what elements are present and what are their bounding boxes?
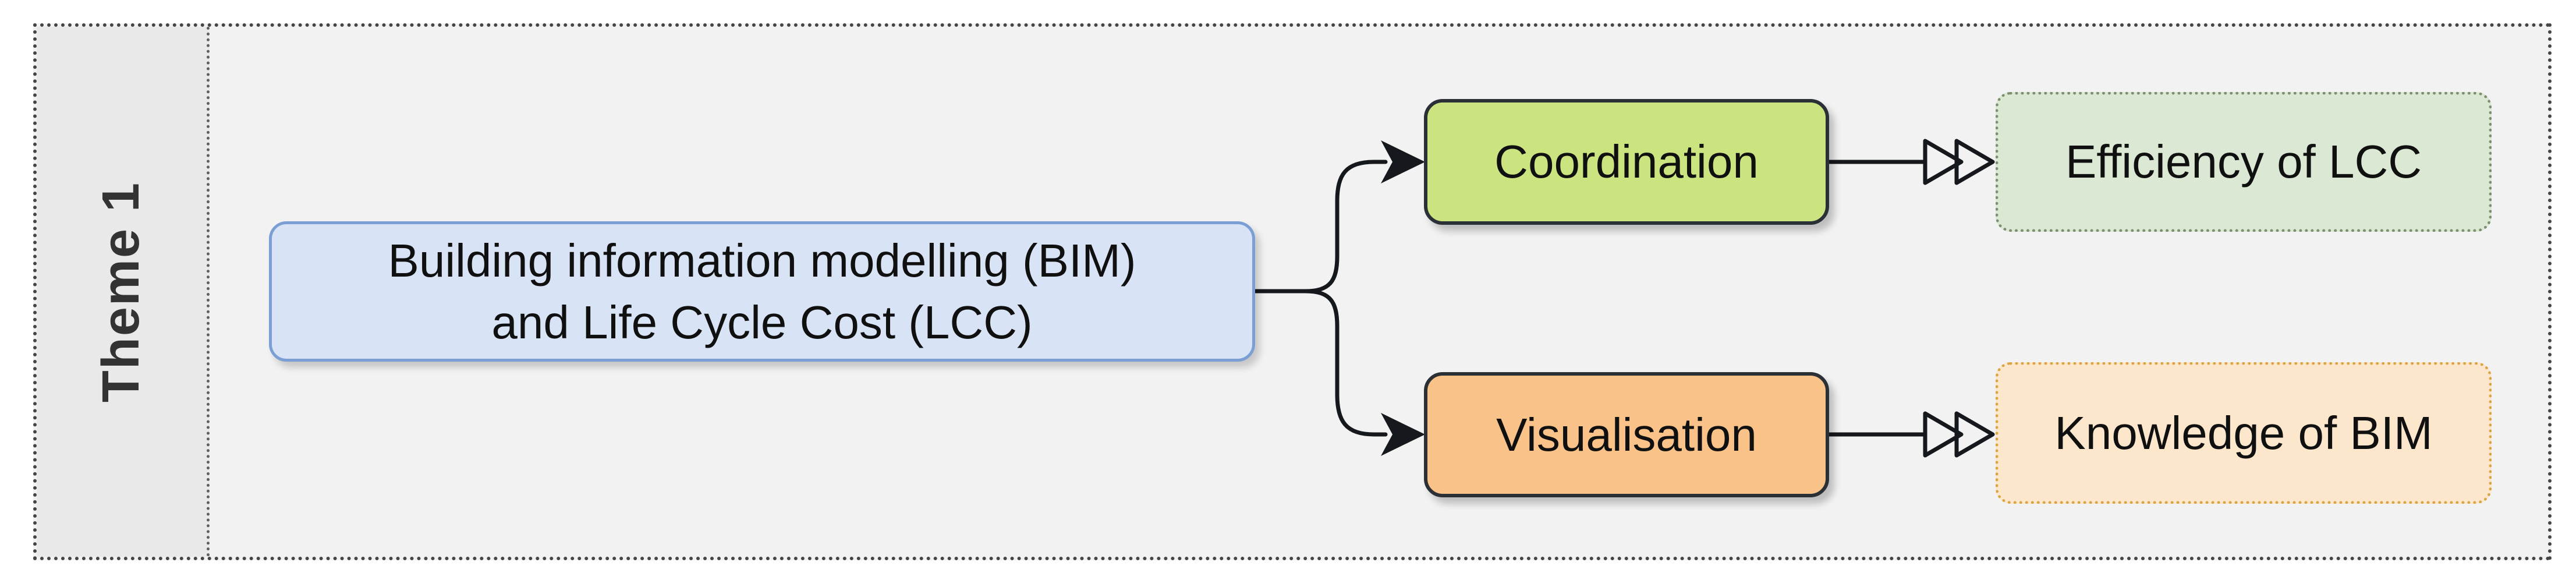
node-bim-lcc-line1: Building information modelling (BIM) bbox=[388, 234, 1136, 287]
node-knowledge-of-bim: Knowledge of BIM bbox=[1996, 362, 2492, 504]
node-visualisation: Visualisation bbox=[1424, 372, 1829, 497]
node-coordination-label: Coordination bbox=[1494, 136, 1759, 188]
node-knowledge-of-bim-label: Knowledge of BIM bbox=[2054, 406, 2433, 459]
node-efficiency-of-lcc: Efficiency of LCC bbox=[1996, 92, 2492, 232]
theme-sidebar: Theme 1 bbox=[37, 27, 210, 557]
node-bim-lcc: Building information modelling (BIM) and… bbox=[269, 221, 1255, 362]
node-visualisation-label: Visualisation bbox=[1496, 408, 1757, 461]
node-efficiency-of-lcc-label: Efficiency of LCC bbox=[2065, 136, 2422, 188]
node-bim-lcc-line2: and Life Cycle Cost (LCC) bbox=[491, 296, 1033, 348]
theme-label: Theme 1 bbox=[92, 181, 151, 402]
node-coordination: Coordination bbox=[1424, 99, 1829, 225]
